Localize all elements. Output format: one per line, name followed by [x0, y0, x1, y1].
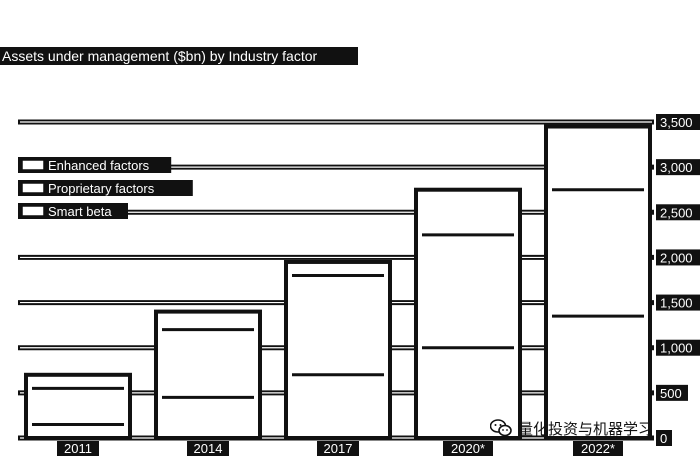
y-tick-label-background — [656, 114, 700, 130]
bar-outline — [544, 124, 652, 440]
bar-segment — [26, 374, 130, 389]
bar-segment — [286, 261, 390, 276]
y-tick-label: 3,500 — [660, 115, 693, 130]
x-axis: 2011 2014 2017 2020* 2022* — [57, 441, 623, 456]
bar-segment — [286, 374, 390, 438]
y-tick-label: 2,000 — [660, 250, 693, 265]
bar-outline — [414, 187, 522, 440]
y-tick-label: 3,000 — [660, 160, 693, 175]
bars — [24, 124, 652, 441]
y-tick-label: 500 — [660, 386, 682, 401]
bar-segment — [156, 329, 260, 398]
wechat-icon — [489, 419, 512, 437]
legend-item-background — [18, 203, 128, 219]
y-tick-label-background — [656, 430, 672, 446]
legend-item-background — [18, 157, 172, 173]
bar-outline — [154, 309, 262, 441]
bar-segment — [416, 347, 520, 438]
bar-segment — [26, 424, 130, 438]
bar-outline — [24, 372, 132, 440]
bar-segment — [546, 316, 650, 438]
y-tick-label-background — [656, 249, 700, 266]
bar-segment — [416, 189, 520, 235]
legend-swatch — [21, 182, 45, 194]
chart-title-group: Assets under management ($bn) by Industr… — [0, 47, 358, 65]
chart-title-background — [0, 47, 358, 65]
legend-item-background — [18, 180, 193, 196]
bar-segment — [26, 388, 130, 425]
legend-swatch — [21, 159, 45, 171]
x-tick-label: 2011 — [64, 441, 92, 456]
x-tick-label: 2017 — [324, 441, 353, 456]
bar-segment — [416, 234, 520, 348]
watermark: 量化投资与机器学习 — [489, 416, 654, 440]
y-tick-label: 2,500 — [660, 205, 693, 220]
legend-label: Enhanced factors — [48, 158, 150, 173]
y-tick-label-background — [656, 384, 688, 401]
x-tick-label: 2020* — [451, 441, 485, 456]
x-tick-label-background — [317, 441, 359, 456]
watermark-text: 量化投资与机器学习 — [518, 419, 654, 438]
y-tick-label: 1,000 — [660, 341, 693, 356]
y-tick-label-background — [656, 204, 700, 221]
y-tick-label-background — [656, 339, 700, 356]
bar-segment — [156, 397, 260, 438]
x-tick-label-background — [443, 441, 493, 456]
x-tick-label-background — [57, 441, 99, 456]
y-tick-label-background — [656, 294, 700, 311]
bar-outline — [284, 259, 392, 441]
legend-swatch — [21, 205, 45, 217]
bar-segment — [156, 311, 260, 330]
x-tick-label: 2014 — [194, 441, 223, 456]
x-tick-label: 2022* — [581, 441, 615, 456]
y-tick-label: 0 — [660, 431, 667, 446]
y-axis: 0 500 1,000 1,500 2,000 2,500 3,000 3,500 — [656, 114, 700, 446]
legend-label: Proprietary factors — [48, 181, 155, 196]
legend-label: Smart beta — [48, 204, 112, 219]
x-tick-label-background — [573, 441, 623, 456]
bar-segment — [286, 275, 390, 375]
y-tick-label: 1,500 — [660, 296, 693, 311]
x-tick-label-background — [187, 441, 229, 456]
bar-segment — [546, 189, 650, 317]
bar-segment — [546, 126, 650, 190]
y-tick-label-background — [656, 159, 700, 176]
chart-title: Assets under management ($bn) by Industr… — [2, 48, 317, 64]
